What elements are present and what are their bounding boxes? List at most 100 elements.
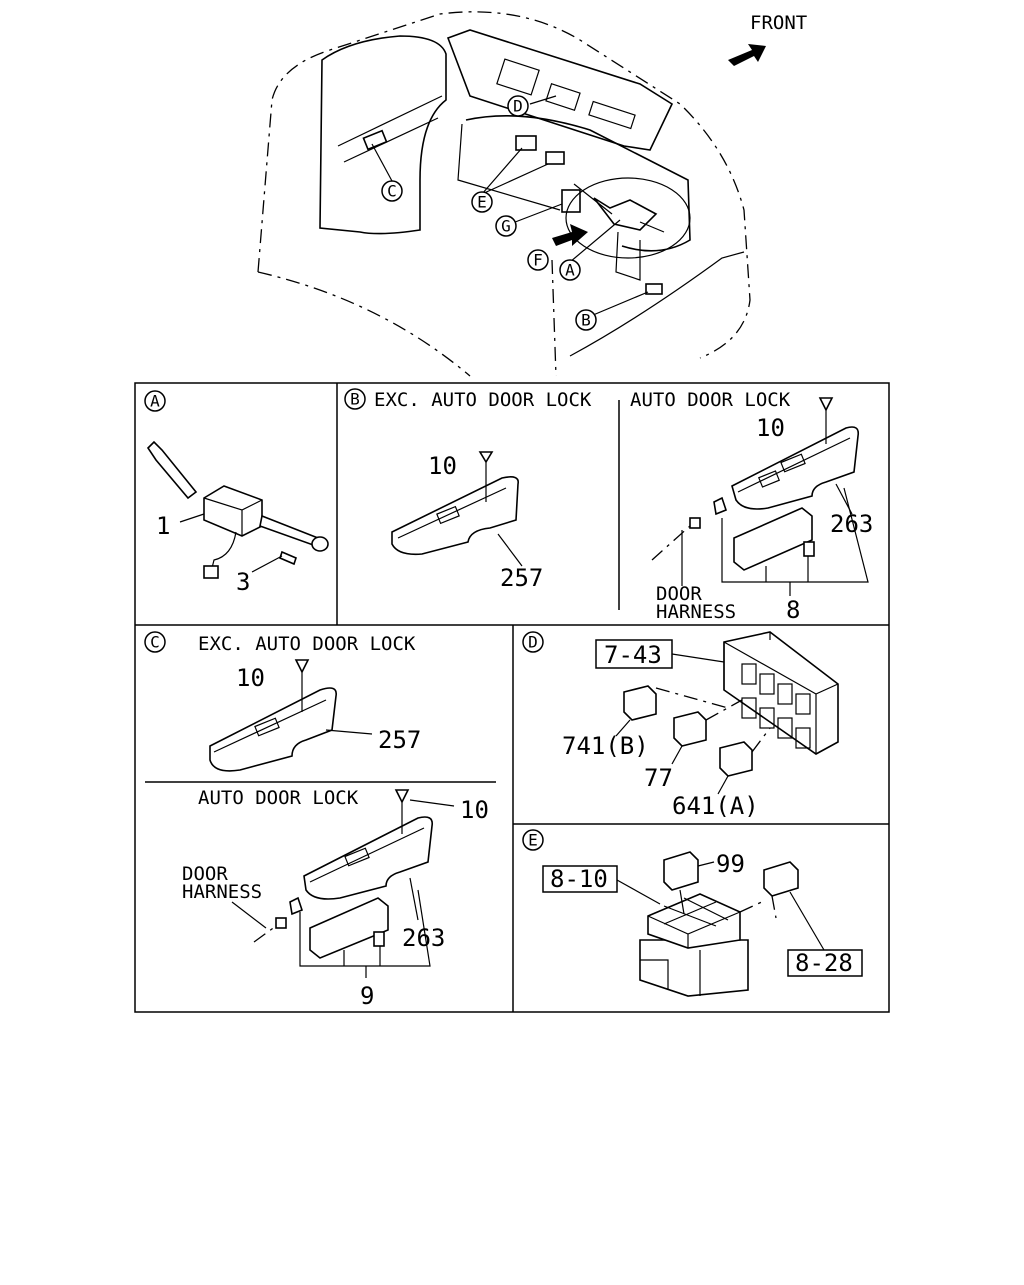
leader-c-harness	[231, 901, 267, 929]
callout-a: A	[559, 259, 581, 281]
leader-d-7-43	[671, 653, 725, 663]
fuse-slot	[741, 697, 757, 719]
svg-text:B: B	[350, 390, 360, 409]
front-arrow-icon	[728, 44, 766, 66]
callout-d: D	[507, 95, 529, 117]
leader-g	[509, 203, 563, 225]
part-label-b-10: 10	[428, 452, 457, 480]
switch-b-location	[645, 283, 663, 295]
callout-g: G	[495, 215, 517, 237]
part-label-c-257: 257	[378, 726, 421, 754]
door-harness-c-line2: HARNESS	[182, 881, 262, 903]
switch-wire	[211, 531, 237, 569]
switch-263-edge	[737, 437, 851, 493]
harness-connector-b	[689, 517, 701, 529]
callout-f: F	[527, 249, 549, 271]
relay-99	[663, 851, 699, 891]
grid-outer	[134, 382, 890, 1013]
part-label-b-10-right: 10	[756, 414, 785, 442]
part-label-b-8: 8	[786, 596, 800, 624]
panel-e: E 8-10 99 8-28	[522, 829, 863, 997]
panel-b: B EXC. AUTO DOOR LOCK AUTO DOOR LOCK 10 …	[344, 388, 873, 624]
leader-b-263	[835, 483, 853, 515]
door-harness-b-line1: DOOR	[656, 583, 702, 605]
screw-10-b-right	[818, 397, 834, 412]
screw-10-c-top	[294, 659, 310, 674]
panel-c-bottom-heading: AUTO DOOR LOCK	[198, 787, 359, 809]
ref-box-7-43-label: 7-43	[604, 641, 662, 669]
turn-lever	[573, 183, 613, 215]
part-label-1: 1	[156, 512, 170, 540]
relay-block-e2	[545, 151, 565, 165]
svg-text:C: C	[387, 182, 397, 201]
switch-257-edge	[397, 487, 507, 539]
vent-grille	[545, 83, 581, 111]
callout-c: C	[381, 180, 403, 202]
svg-text:E: E	[528, 831, 538, 850]
fuse-slot	[795, 727, 811, 749]
relay-block-top	[647, 893, 741, 949]
module-bolt-c	[373, 931, 385, 947]
fuse-slot	[759, 707, 775, 729]
harness-line-c	[253, 925, 277, 943]
part-label-741b: 741(B)	[562, 732, 649, 760]
relay-8-28-lines	[739, 895, 777, 919]
panel-c-letter: C	[144, 631, 166, 653]
svg-text:B: B	[581, 311, 591, 330]
switch-263-button	[780, 453, 806, 473]
panel-grid	[134, 382, 890, 1013]
fuse-slot	[741, 663, 757, 685]
lower-dash	[465, 114, 691, 252]
panel-a: A 1 3	[144, 390, 329, 596]
module-clip-c	[289, 896, 303, 916]
part-label-99: 99	[716, 850, 745, 878]
part-label-c-263: 263	[402, 924, 445, 952]
switch-257-c-edge	[213, 699, 327, 753]
switch-263-button-2	[758, 470, 780, 488]
panel-d-letter: D	[522, 631, 544, 653]
relay-block-base-details	[640, 950, 701, 996]
door-harness-b-line2: HARNESS	[656, 601, 736, 623]
panel-b-right-heading: AUTO DOOR LOCK	[630, 389, 791, 411]
leader-c-263	[409, 877, 419, 921]
view-arrow-icon	[552, 224, 588, 246]
dashboard-top	[446, 29, 674, 151]
switch-body-edges	[203, 497, 263, 536]
pillar-line	[551, 259, 557, 377]
svg-text:D: D	[528, 633, 538, 652]
leader-b-8-bracket	[721, 487, 869, 596]
door-lock-module	[733, 507, 813, 571]
leader-a	[569, 219, 621, 263]
wiper-lever	[639, 221, 665, 233]
part-label-b-257: 257	[500, 564, 543, 592]
harness-connector-c	[275, 917, 287, 929]
switch-c-location	[362, 129, 388, 151]
switch-257-button	[436, 505, 460, 525]
leader-d-641	[717, 775, 729, 795]
part-label-c-10-bottom: 10	[460, 796, 489, 824]
svg-text:G: G	[501, 217, 511, 236]
part-label-77: 77	[644, 764, 673, 792]
vent-left	[496, 58, 540, 96]
svg-text:A: A	[150, 392, 160, 411]
leader-a-3	[251, 555, 283, 573]
wiper-lever-a	[259, 514, 319, 548]
relay-641a	[719, 741, 753, 777]
svg-text:C: C	[150, 633, 160, 652]
lower-panel-edge	[569, 251, 745, 357]
relay-77	[673, 711, 707, 747]
part-label-c-10: 10	[236, 664, 265, 692]
ref-box-8-28-label: 8-28	[795, 949, 853, 977]
screw-10-b-left	[478, 451, 494, 464]
switch-body	[203, 485, 263, 537]
leader-d	[529, 95, 557, 105]
vent-right	[588, 100, 636, 130]
part-label-c-9: 9	[360, 982, 374, 1010]
leader-b-257	[497, 533, 523, 567]
screw-10-c-bottom	[394, 789, 410, 804]
door-lock-module-c	[309, 897, 389, 959]
part-label-641a: 641(A)	[672, 792, 759, 820]
window-switch-257	[391, 476, 519, 556]
fuse-box-edges	[723, 632, 839, 754]
